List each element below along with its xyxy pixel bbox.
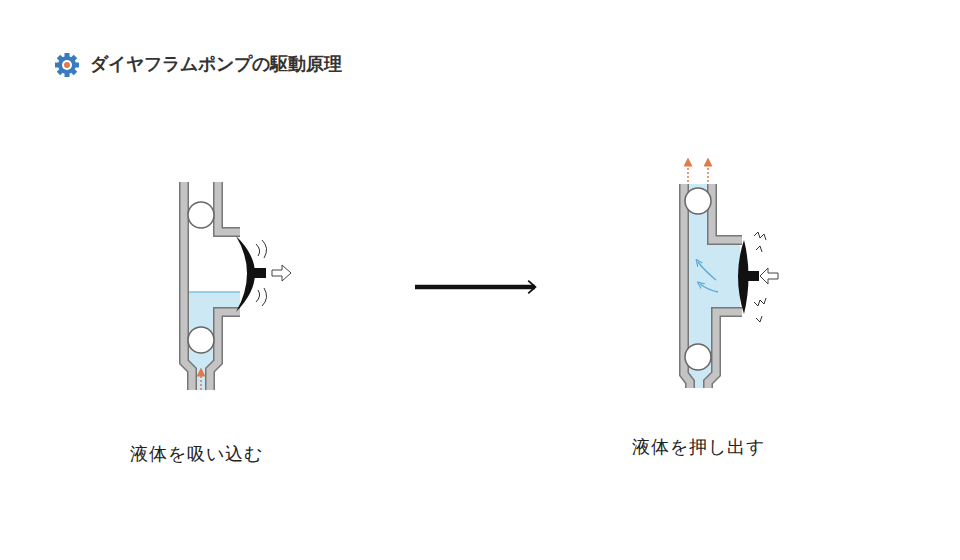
flow-arrow — [415, 285, 535, 290]
pump-state: 液体を押し出す — [535, 145, 815, 480]
pump-suction — [184, 182, 291, 390]
pump-state: 液体を吸い込む — [120, 170, 415, 480]
pump-discharge — [684, 162, 778, 388]
state-caption: 液体を吸い込む — [128, 442, 265, 466]
gear-icon — [55, 53, 79, 77]
state-caption: 液体を押し出す — [630, 435, 767, 459]
diagram-title: ダイヤフラムポンプの駆動原理 — [90, 52, 342, 76]
